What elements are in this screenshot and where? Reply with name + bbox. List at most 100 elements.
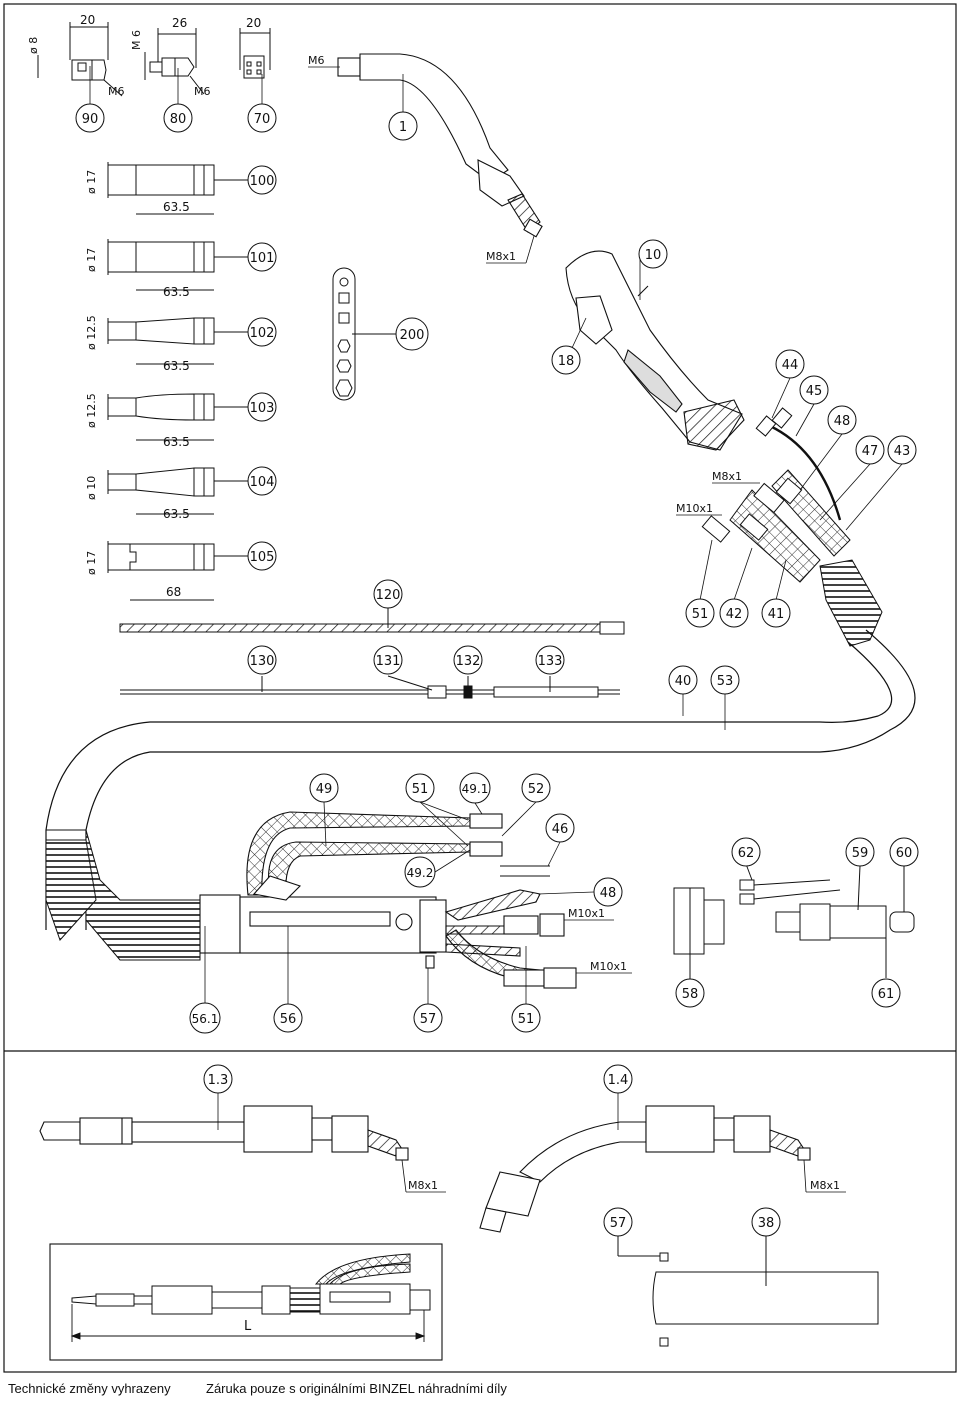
- label-52: 52: [528, 782, 545, 797]
- label-48b: 48: [600, 886, 617, 901]
- part-90-drawing: [37, 22, 123, 97]
- nozzle-100-diameter: ø 17: [85, 170, 98, 194]
- parts-130-133-liner: [120, 675, 620, 699]
- balloon-57b: 57: [603, 1207, 633, 1237]
- label-51b: 51: [412, 782, 429, 797]
- label-62: 62: [738, 846, 755, 861]
- length-label: L: [244, 1319, 252, 1334]
- part-200-wrench: [332, 267, 396, 401]
- label-42: 42: [726, 607, 743, 622]
- label-46: 46: [552, 822, 569, 837]
- nozzle-101-length: 63.5: [163, 285, 190, 299]
- nozzle-100: [107, 162, 248, 215]
- balloon-51b: 51: [405, 773, 435, 803]
- label-120: 120: [376, 588, 401, 603]
- nozzle-102-diameter: ø 12.5: [85, 315, 98, 350]
- balloon-42: 42: [719, 598, 749, 628]
- dim-70-width: 20: [246, 16, 261, 30]
- balloon-48b: 48: [593, 877, 623, 907]
- label-49: 49: [316, 782, 333, 797]
- footer-disclaimer: Technické změny vyhrazeny: [8, 1381, 171, 1396]
- label-49-1: 49.1: [462, 782, 489, 796]
- label-90: 90: [82, 112, 99, 127]
- balloon-38: 38: [751, 1207, 781, 1237]
- balloon-45: 45: [799, 375, 829, 405]
- label-48a: 48: [834, 414, 851, 429]
- balloon-41: 41: [761, 598, 791, 628]
- balloon-56: 56: [273, 1003, 303, 1033]
- balloon-105: 105: [247, 541, 277, 571]
- length-dimension: [70, 1304, 426, 1342]
- part-1-4-bent-neck: [479, 1105, 811, 1233]
- balloon-104: 104: [247, 466, 277, 496]
- thread-m8-bent: M8x1: [810, 1179, 840, 1192]
- balloon-49-2: 49.2: [404, 856, 436, 888]
- nozzle-105-diameter: ø 17: [85, 551, 98, 575]
- thread-m8-straight: M8x1: [408, 1179, 438, 1192]
- label-57b: 57: [610, 1216, 627, 1231]
- nozzle-104-diameter: ø 10: [85, 476, 98, 500]
- label-60: 60: [896, 846, 913, 861]
- dim-90-diameter: ø 8: [27, 37, 40, 54]
- label-104: 104: [250, 475, 275, 490]
- balloon-132: 132: [453, 645, 483, 675]
- nozzle-105-length: 68: [166, 585, 181, 599]
- nozzle-101-diameter: ø 17: [85, 248, 98, 272]
- label-53: 53: [717, 674, 734, 689]
- thread-m8-handle: M8x1: [712, 470, 742, 483]
- balloon-48a: 48: [827, 405, 857, 435]
- label-49-2: 49.2: [407, 866, 434, 880]
- cable-end-assembly: [701, 407, 883, 647]
- dim-80-thread: M6: [194, 85, 211, 98]
- part-80-drawing: [144, 28, 205, 95]
- label-61: 61: [878, 987, 895, 1002]
- balloon-59: 59: [845, 837, 875, 867]
- balloon-80: 80: [163, 103, 193, 133]
- dim-80-thread-vert: M 6: [130, 30, 143, 50]
- part-70-drawing: [239, 28, 271, 79]
- nozzle-103-length: 63.5: [163, 435, 190, 449]
- balloon-52: 52: [521, 773, 551, 803]
- balloon-133: 133: [535, 645, 565, 675]
- thread-m10-handle: M10x1: [676, 502, 713, 515]
- dim-90-thread: M6: [108, 85, 125, 98]
- label-57a: 57: [420, 1012, 437, 1027]
- footer-warranty: Záruka pouze s originálními BINZEL náhra…: [206, 1381, 507, 1396]
- dim-90-width: 20: [80, 13, 95, 27]
- balloon-60: 60: [889, 837, 919, 867]
- part-120-liner: [119, 608, 625, 635]
- label-51c: 51: [518, 1012, 535, 1027]
- label-40: 40: [675, 674, 692, 689]
- balloon-57a: 57: [413, 1003, 443, 1033]
- label-105: 105: [250, 550, 275, 565]
- balloon-49-1: 49.1: [459, 772, 491, 804]
- label-130: 130: [250, 654, 275, 669]
- balloon-10: 10: [638, 239, 668, 269]
- assembled-torch-box: [49, 1243, 443, 1361]
- nozzle-102-length: 63.5: [163, 359, 190, 373]
- nozzle-100-length: 63.5: [163, 200, 190, 214]
- label-56: 56: [280, 1012, 297, 1027]
- nozzle-103-diameter: ø 12.5: [85, 393, 98, 428]
- balloon-131: 131: [373, 645, 403, 675]
- label-102: 102: [250, 326, 275, 341]
- label-100: 100: [250, 174, 275, 189]
- label-80: 80: [170, 112, 187, 127]
- part-57-38: [617, 1236, 879, 1347]
- balloon-18: 18: [551, 345, 581, 375]
- central-connector-assembly: [199, 811, 577, 989]
- nozzle-105: [107, 541, 248, 601]
- balloon-44: 44: [775, 349, 805, 379]
- label-47: 47: [862, 444, 879, 459]
- part-1-neck: [337, 53, 543, 238]
- label-41: 41: [768, 607, 785, 622]
- label-133: 133: [538, 654, 563, 669]
- part-1-3-straight-neck: [39, 1105, 409, 1161]
- balloon-120: 120: [373, 579, 403, 609]
- balloon-56-1: 56.1: [189, 1002, 221, 1034]
- label-131: 131: [376, 654, 401, 669]
- label-10: 10: [645, 248, 662, 263]
- balloon-53: 53: [710, 665, 740, 695]
- label-200: 200: [400, 328, 425, 343]
